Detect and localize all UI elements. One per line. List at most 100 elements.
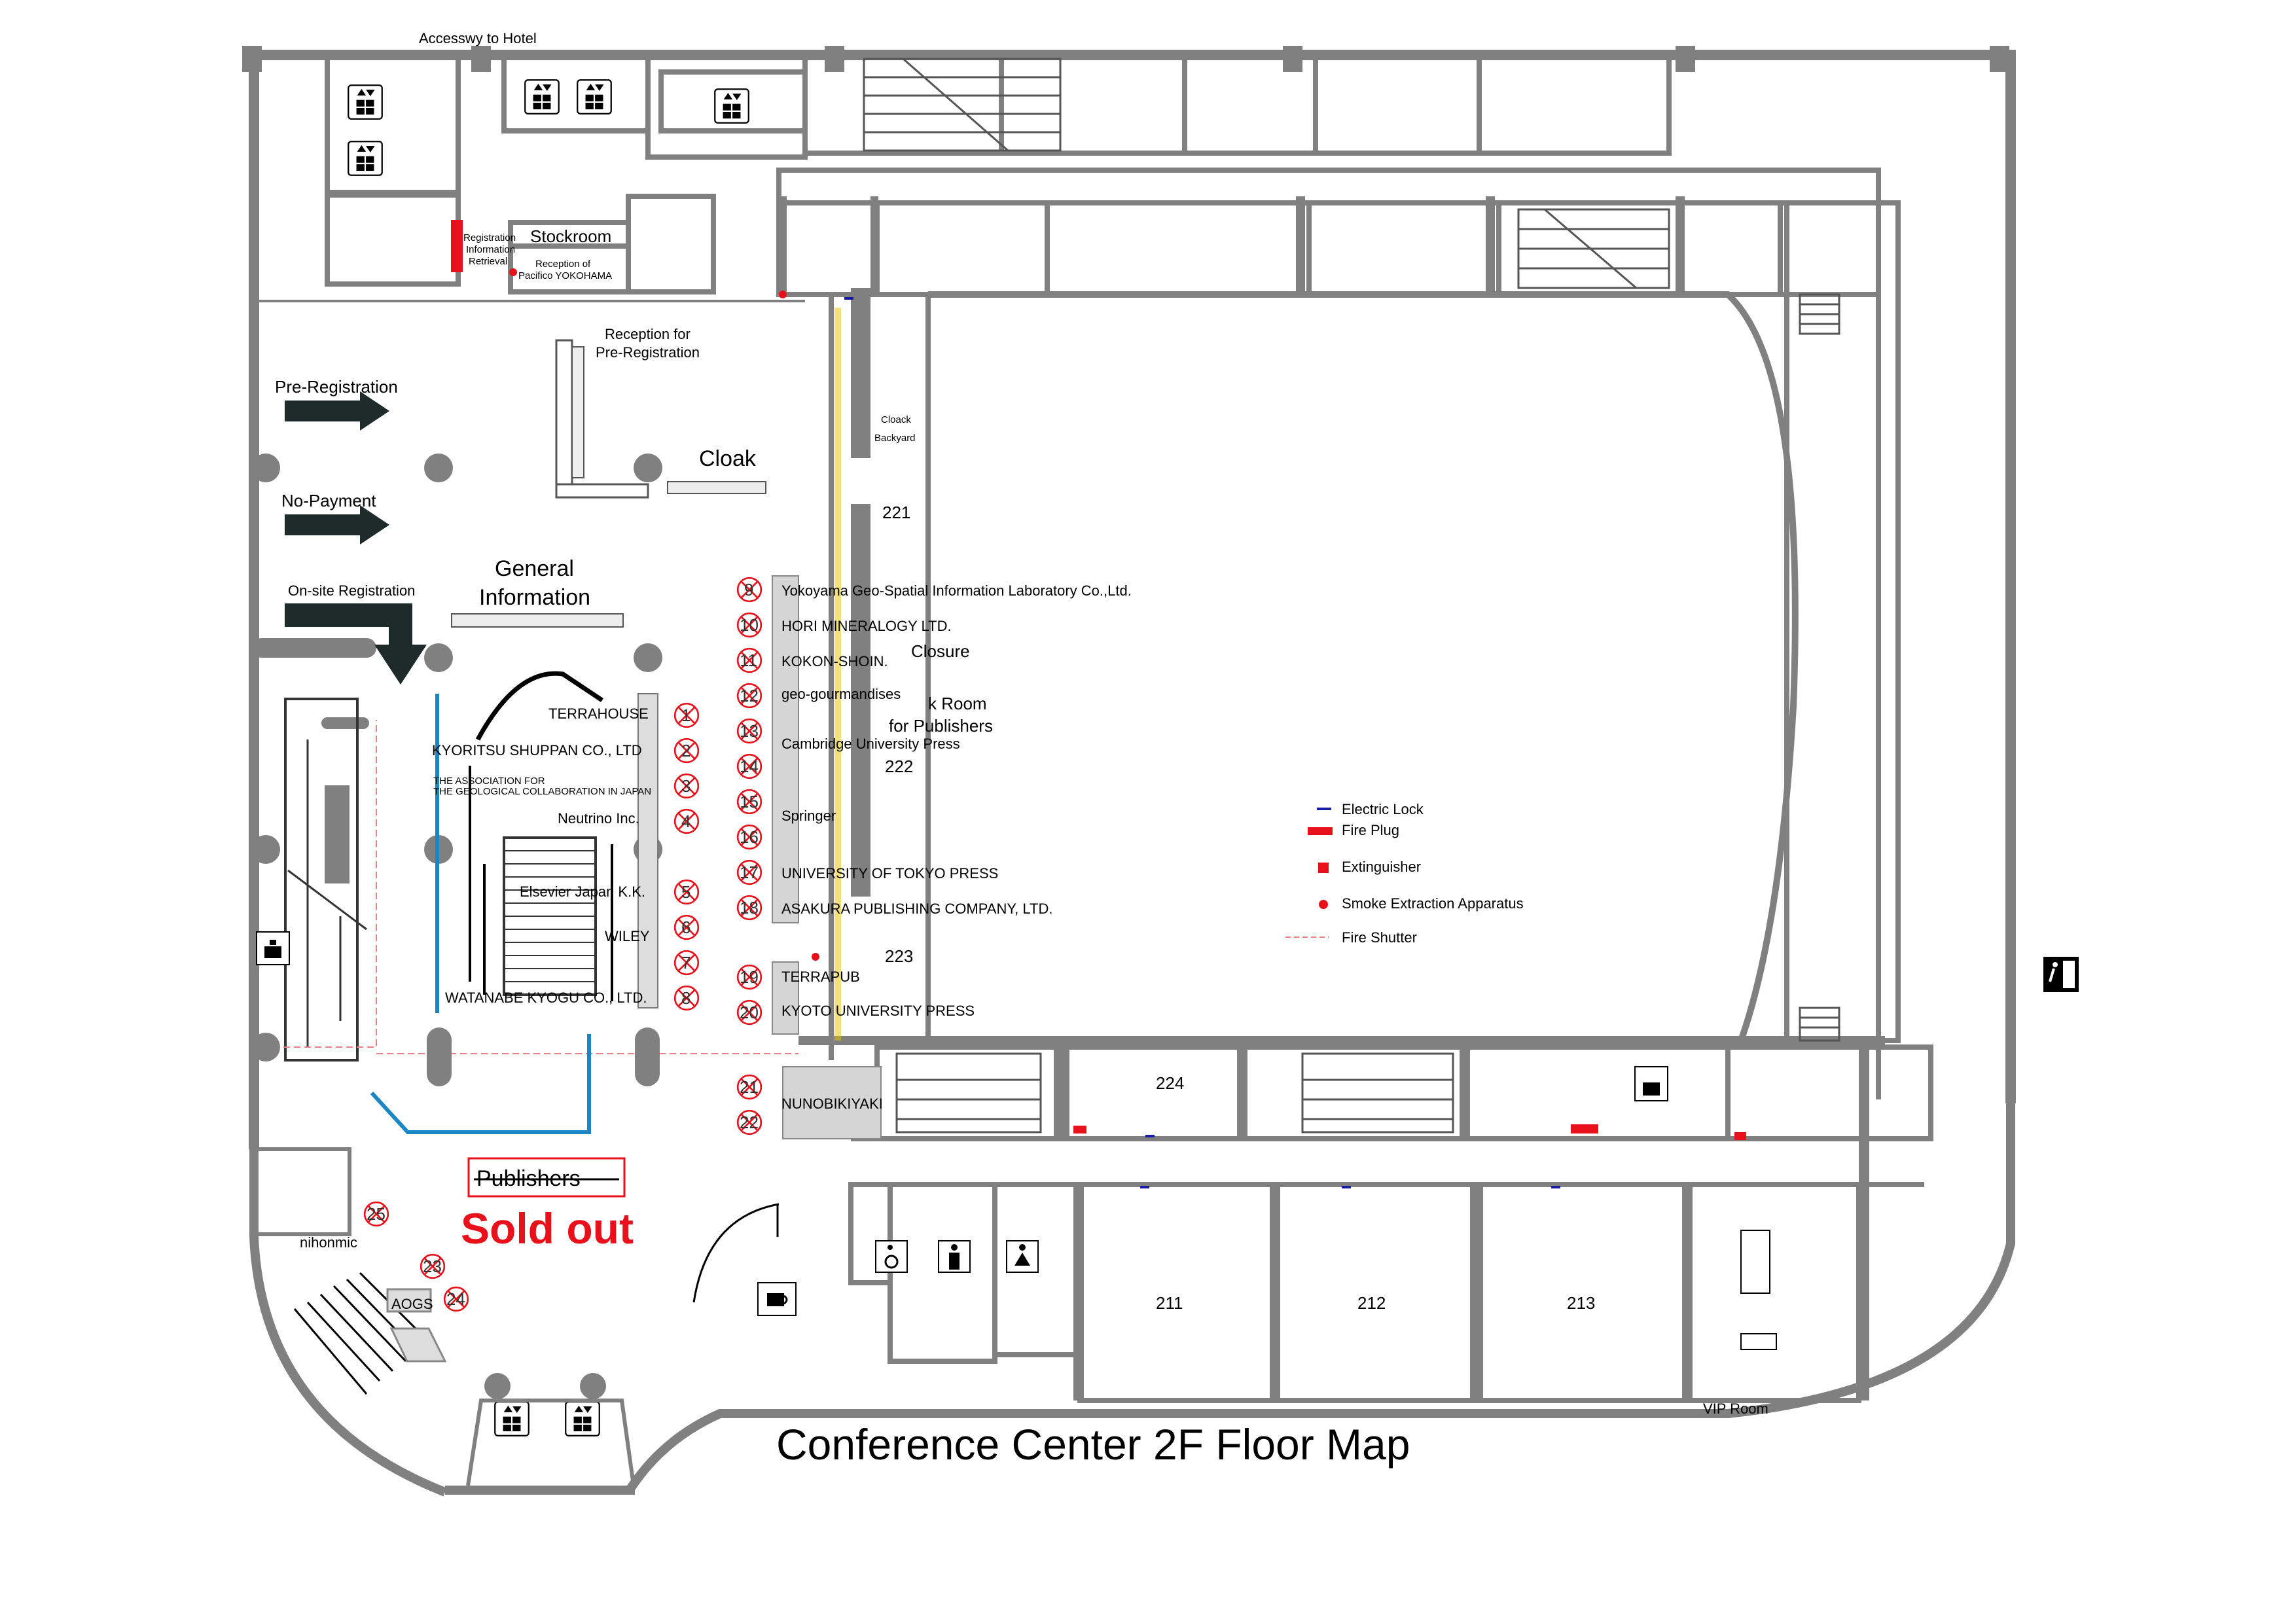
map-title: Conference Center 2F Floor Map (776, 1420, 1410, 1469)
electric-lock-symbol (1317, 808, 1331, 810)
room-223-label: 223 (885, 946, 913, 966)
stockroom-label: Stockroom (530, 226, 611, 246)
left-booth-markers: 1 2 3 4 5 6 7 8 (673, 702, 700, 1011)
bottom-stairs (895, 1052, 1454, 1133)
booth-number: 9 (744, 580, 753, 599)
registration-info-line3: Retrieval (469, 256, 507, 267)
booth-number: 15 (740, 792, 759, 812)
exhibitor-assoc-line1: THE ASSOCIATION FOR (433, 776, 545, 787)
exhibitor-elsevier: Elsevier Japan K.K. (520, 883, 645, 900)
fire-equipment (812, 953, 1746, 1140)
booth-number: 22 (740, 1113, 759, 1132)
fire-plug-symbol (1308, 827, 1333, 835)
booth-number: 16 (740, 827, 759, 847)
cloak-backyard-line1: Cloack (881, 414, 911, 425)
booth-area (370, 308, 882, 1139)
exhibitor-name: KOKON-SHOIN. (781, 653, 888, 669)
bottom-left-stairs (293, 1272, 447, 1395)
room-212-label: 212 (1357, 1293, 1386, 1313)
elevator-icon (494, 1401, 529, 1436)
registration-info-line2: Information (466, 244, 515, 255)
preregistration-arrow (285, 391, 389, 431)
booth-number: 8 (681, 988, 691, 1008)
hotel-access-label: Accesswy to Hotel (419, 30, 537, 46)
exhibitor-name: Yokoyama Geo-Spatial Information Laborat… (781, 582, 1132, 599)
elevator-icon (577, 79, 612, 115)
exhibitor-wiley: WILEY (605, 928, 650, 944)
prereg-reception-line2: Pre-Registration (596, 344, 700, 361)
emergency-exit-icon (2043, 957, 2079, 992)
registration-area (451, 220, 787, 628)
preregistration-label: Pre-Registration (275, 377, 398, 397)
registration-info-line1: Registration (463, 232, 516, 243)
top-rooms-solid (327, 190, 1685, 294)
booth-number: 19 (740, 967, 759, 987)
exhibitor-nihonmic: nihonmic (300, 1234, 357, 1251)
smoke-extraction-symbol (1319, 900, 1328, 909)
onsite-label: On-site Registration (288, 582, 415, 599)
reception-pacifico-line2: Pacifico YOKOHAMA (518, 270, 612, 281)
exhibitor-name: Cambridge University Press (781, 736, 960, 752)
bottom-booth-markers: 25 23 24 (363, 1201, 469, 1312)
room-211-label: 211 (1156, 1293, 1183, 1313)
exhibitor-name: HORI MINERALOGY LTD. (781, 618, 952, 634)
booth-number: 24 (446, 1289, 465, 1309)
legend-label: Smoke Extraction Apparatus (1342, 895, 1524, 912)
vip-table-icon (1740, 1230, 1777, 1350)
booth-number: 12 (740, 686, 759, 705)
elevator-icon (714, 88, 749, 124)
exhibitor-terrahouse: TERRAHOUSE (548, 705, 649, 722)
elevator-icon (524, 79, 560, 115)
legend: Electric Lock Fire Plug Extinguisher Smo… (1285, 801, 1524, 946)
left-exhibitors: TERRAHOUSE KYORITSU SHUPPAN CO., LTD THE… (300, 705, 883, 1312)
elevator-icon (565, 1401, 600, 1436)
storage-icon (1634, 1066, 1668, 1101)
legend-label: Fire Plug (1342, 822, 1399, 838)
exhibitor-name: geo-gourmandises (781, 686, 901, 702)
booth-number: 1 (681, 705, 691, 725)
cloak-room-fragment: k Room (928, 694, 987, 713)
exhibitor-name: KYOTO UNIVERSITY PRESS (781, 1003, 975, 1019)
booth-number: 23 (423, 1257, 442, 1276)
hall-stairs (1799, 293, 1840, 1042)
exhibitor-name: Springer (781, 808, 836, 824)
cloak-label: Cloak (699, 446, 757, 471)
cafe-icon (757, 1282, 797, 1316)
center-booth-markers: 9 Yokoyama Geo-Spatial Information Labor… (736, 577, 1132, 1135)
women-restroom-icon (1006, 1240, 1039, 1273)
labels: Accesswy to Hotel Stockroom Reception of… (275, 30, 1768, 1469)
men-restroom-icon (938, 1240, 971, 1273)
vip-room-label: VIP Room (1703, 1400, 1768, 1417)
booth-number: 13 (740, 721, 759, 741)
stairs-top (863, 58, 1670, 289)
legend-label: Electric Lock (1342, 801, 1424, 817)
wheelchair-icon (875, 1240, 908, 1273)
prereg-reception-line1: Reception for (605, 326, 691, 342)
exhibitor-kyoritsu: KYORITSU SHUPPAN CO., LTD (432, 742, 642, 758)
legend-label: Fire Shutter (1342, 929, 1417, 946)
nopayment-label: No-Payment (281, 491, 376, 510)
booth-number: 5 (681, 882, 691, 902)
nopayment-arrow (285, 505, 389, 544)
electric-locks (844, 297, 1560, 1188)
booth-number: 25 (367, 1204, 386, 1224)
room-224-label: 224 (1156, 1073, 1184, 1093)
elevator-icon (348, 141, 383, 176)
reception-pacifico-line1: Reception of (535, 259, 591, 270)
publishers-sold-out: Publishers Sold out (461, 1157, 634, 1253)
booth-number: 7 (681, 953, 691, 972)
lift-icon (256, 931, 290, 965)
general-info-line2: Information (479, 585, 590, 610)
legend-label: Extinguisher (1342, 859, 1421, 875)
onsite-arrow (285, 603, 427, 685)
elevator-icon (348, 84, 383, 120)
utility-icons (256, 931, 2079, 1350)
booth-number: 20 (740, 1003, 759, 1022)
exhibitor-name: UNIVERSITY OF TOKYO PRESS (781, 865, 998, 882)
booth-number: 6 (681, 918, 691, 937)
extinguisher-symbol (1318, 863, 1329, 873)
booth-number: 14 (740, 757, 759, 776)
booth-number: 17 (740, 863, 759, 882)
booth-number: 3 (681, 776, 691, 796)
